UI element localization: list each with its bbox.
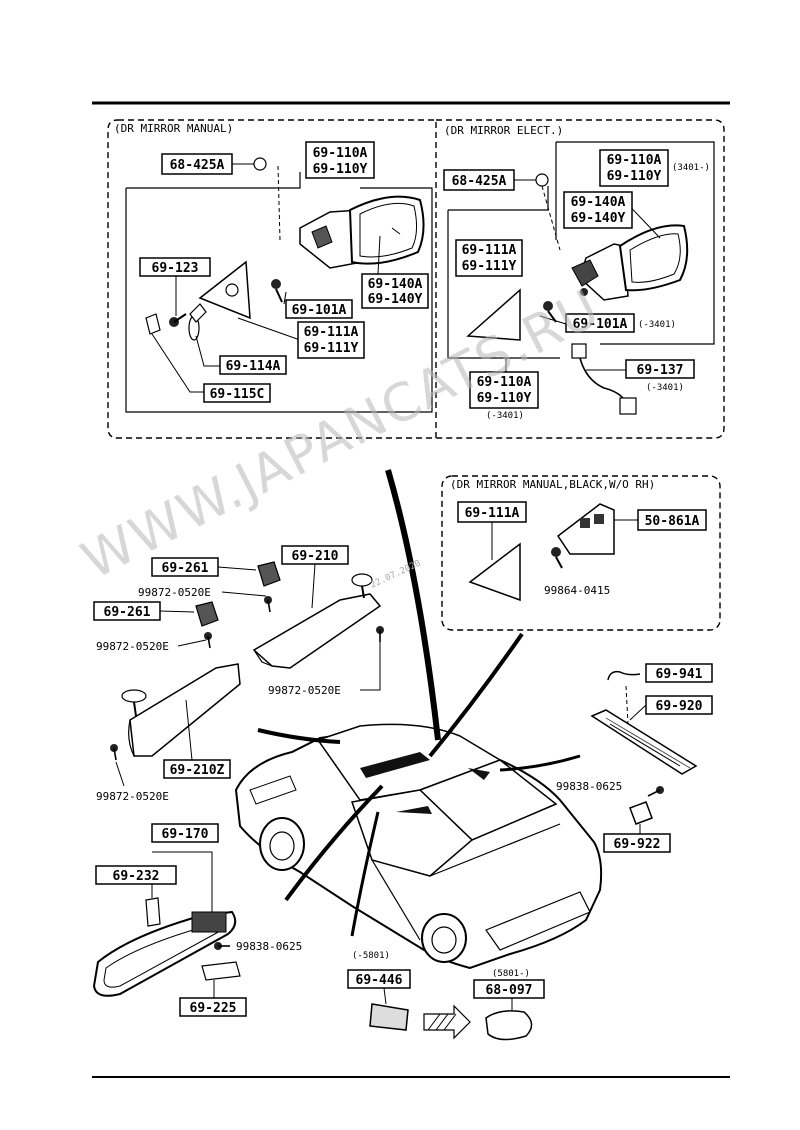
- part-label-99838-0625: 99838-0625: [556, 780, 622, 793]
- part-label-99864-0415: 99864-0415: [544, 584, 610, 597]
- rh-sun-visor-icon: [252, 573, 382, 669]
- range-note: (3401-): [672, 163, 710, 173]
- part-label-99838-0625: 99838-0625: [236, 940, 302, 953]
- part-label-69-111A: 69-111A: [304, 325, 359, 340]
- range-note: (5801-): [492, 969, 530, 979]
- lamp-housing-icon: [590, 709, 698, 775]
- part-label-69-232: 69-232: [113, 869, 160, 884]
- screw-icon: [264, 596, 272, 613]
- leader-line: [428, 632, 524, 758]
- manual-garnish-icon: [198, 260, 251, 320]
- wire-harness-icon: [571, 343, 637, 415]
- part-label-69-140Y: 69-140Y: [571, 211, 626, 226]
- leader-line: [257, 728, 341, 744]
- screw-icon: [214, 942, 230, 950]
- part-label-69-261: 69-261: [162, 561, 209, 576]
- range-note: (-3401): [486, 411, 524, 421]
- part-label-69-115C: 69-115C: [210, 387, 265, 402]
- part-label-69-110A: 69-110A: [477, 375, 532, 390]
- screw-icon: [376, 626, 384, 642]
- part-label-99872-0520E: 99872-0520E: [138, 586, 211, 599]
- screw-icon: [204, 632, 212, 649]
- screw-icon: [647, 786, 664, 797]
- part-label-69-110Y: 69-110Y: [607, 169, 662, 184]
- part-label-69-922: 69-922: [614, 837, 661, 852]
- arrow-icon: [423, 1004, 471, 1040]
- range-note: (-5801): [352, 951, 390, 961]
- leader-line: [284, 784, 384, 902]
- range-note: (-3401): [646, 383, 684, 393]
- part-label-69-261: 69-261: [104, 605, 151, 620]
- bolt-icon: [169, 313, 187, 327]
- screw-icon: [271, 279, 283, 303]
- part-label-69-225: 69-225: [190, 1001, 237, 1016]
- lamp-lens-icon: [629, 801, 653, 825]
- elect-garnish-icon: [466, 288, 521, 341]
- part-label-68-425A: 68-425A: [452, 174, 507, 189]
- mirror-cover-icon: [201, 961, 241, 981]
- part-label-69-110Y: 69-110Y: [313, 162, 368, 177]
- part-label-69-941: 69-941: [656, 667, 703, 682]
- clip-icon: [485, 1010, 533, 1041]
- manual-assembly-bracket: [125, 187, 433, 413]
- elect-section-frame: [436, 119, 725, 439]
- part-label-69-140A: 69-140A: [368, 277, 423, 292]
- manual-outer-mirror-icon: [299, 195, 425, 269]
- part-label-69-446: 69-446: [356, 973, 403, 988]
- part-label-68-425A: 68-425A: [170, 158, 225, 173]
- manual-section-title: (DR MIRROR MANUAL): [114, 122, 233, 135]
- clip-icon: [607, 670, 641, 681]
- part-label-69-210: 69-210: [292, 549, 339, 564]
- part-label-69-111Y: 69-111Y: [462, 259, 517, 274]
- part-label-69-111A: 69-111A: [462, 243, 517, 258]
- visor-holder-icon: [195, 601, 219, 627]
- part-label-69-137: 69-137: [637, 363, 684, 378]
- car-body-icon: [234, 723, 603, 970]
- part-label-99872-0520E: 99872-0520E: [96, 790, 169, 803]
- part-label-69-114A: 69-114A: [226, 359, 281, 374]
- part-label-69-140Y: 69-140Y: [368, 292, 423, 307]
- part-label-69-101A: 69-101A: [573, 317, 628, 332]
- part-label-69-101A: 69-101A: [292, 303, 347, 318]
- part-label-99872-0520E: 99872-0520E: [96, 640, 169, 653]
- knob-icon: [188, 303, 207, 341]
- elect-outer-mirror-icon: [571, 224, 689, 301]
- leader-line: [350, 811, 380, 937]
- part-label-69-920: 69-920: [656, 699, 703, 714]
- part-label-68-097: 68-097: [486, 983, 533, 998]
- black-section-frame: [441, 475, 721, 631]
- manual-section-frame: [107, 119, 437, 439]
- part-label-69-111Y: 69-111Y: [304, 341, 359, 356]
- part-label-69-123: 69-123: [152, 261, 199, 276]
- grommet-icon: [253, 157, 267, 171]
- part-label-69-111A: 69-111A: [465, 506, 520, 521]
- lh-sun-visor-icon: [121, 663, 241, 757]
- part-label-69-110A: 69-110A: [607, 153, 662, 168]
- pivot-icon: [145, 897, 161, 927]
- leader-line: [385, 469, 441, 741]
- leader-line: [499, 754, 581, 772]
- part-label-69-210Z: 69-210Z: [170, 763, 225, 778]
- range-note: (-3401): [638, 320, 676, 330]
- part-label-99872-0520E: 99872-0520E: [268, 684, 341, 697]
- rear-view-mirror-icon: [92, 910, 237, 997]
- clip-cap-icon: [369, 1003, 409, 1031]
- inner-cover-icon: [556, 503, 615, 555]
- elect-section-title: (DR MIRROR ELECT.): [444, 124, 563, 137]
- screw-icon: [110, 744, 118, 761]
- cap-icon: [145, 313, 161, 335]
- black-garnish-icon: [468, 542, 521, 602]
- black-section-title: (DR MIRROR MANUAL,BLACK,W/O RH): [450, 478, 655, 491]
- screw-icon: [551, 547, 563, 569]
- part-label-69-110A: 69-110A: [313, 146, 368, 161]
- part-label-50-861A: 50-861A: [645, 514, 700, 529]
- visor-holder-icon: [257, 561, 281, 587]
- part-label-69-140A: 69-140A: [571, 195, 626, 210]
- part-label-69-110Y: 69-110Y: [477, 391, 532, 406]
- part-label-69-170: 69-170: [162, 827, 209, 842]
- grommet-icon: [535, 173, 549, 187]
